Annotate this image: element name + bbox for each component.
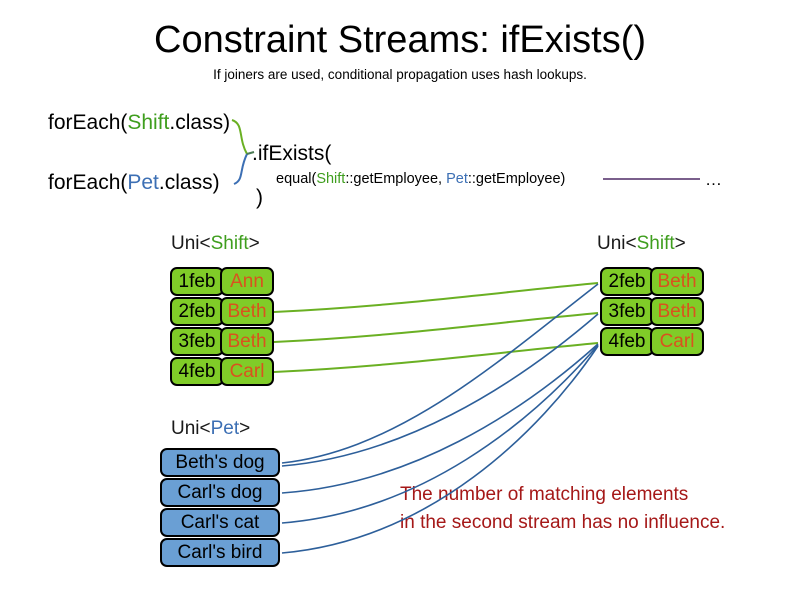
shift-employee-cell: Beth	[650, 267, 704, 296]
code-foreach-shift-type: Shift	[127, 111, 170, 134]
shift-date-cell: 3feb	[600, 297, 654, 326]
table-row[interactable]: 4feb Carl	[600, 327, 704, 356]
code-equal-prefix: equal(	[276, 171, 317, 187]
connector-pet-beth-dog-3feb	[281, 313, 599, 467]
label-left-pet-type: Pet	[210, 418, 240, 439]
code-ellipsis: …	[705, 170, 722, 189]
label-left-shift-suffix: >	[248, 233, 260, 254]
connector-shift-2feb	[273, 282, 599, 313]
shift-date-cell: 2feb	[600, 267, 654, 296]
shift-employee-cell: Beth	[220, 327, 274, 356]
stream-right-shift: 2feb Beth 3feb Beth 4feb Carl	[600, 267, 704, 357]
table-row[interactable]: 2feb Beth	[170, 297, 274, 326]
shift-date-cell: 1feb	[170, 267, 224, 296]
code-foreach-pet-suffix: .class)	[158, 171, 220, 194]
shift-employee-cell: Ann	[220, 267, 274, 296]
page-subtitle: If joiners are used, conditional propaga…	[213, 67, 587, 82]
code-foreach-pet-type: Pet	[127, 171, 159, 194]
label-uni-pet-left: Uni<Pet>	[171, 417, 250, 441]
code-foreach-pet: forEach(Pet.class)	[48, 170, 220, 196]
shift-date-cell: 2feb	[170, 297, 224, 326]
shift-employee-cell: Carl	[220, 357, 274, 386]
code-foreach-shift-prefix: forEach(	[48, 111, 128, 134]
table-row[interactable]: 2feb Beth	[600, 267, 704, 296]
shift-date-cell: 4feb	[600, 327, 654, 356]
annotation-note: The number of matching elements in the s…	[400, 481, 780, 537]
list-item[interactable]: Carl's dog	[160, 478, 280, 507]
label-left-shift-prefix: Uni<	[171, 233, 211, 254]
shift-employee-cell: Carl	[650, 327, 704, 356]
connector-pet-beth-dog-2feb	[281, 283, 599, 464]
label-left-pet-suffix: >	[239, 418, 251, 439]
annotation-line-1: The number of matching elements	[400, 484, 689, 505]
table-row[interactable]: 4feb Carl	[170, 357, 274, 386]
code-equal-shift-ref: ::getEmployee,	[345, 171, 447, 187]
shift-date-cell: 4feb	[170, 357, 224, 386]
annotation-line-2: in the second stream has no influence.	[400, 512, 726, 533]
connector-shift-3feb	[273, 312, 599, 343]
code-close-paren: )	[256, 186, 263, 209]
code-foreach-shift: forEach(Shift.class)	[48, 110, 230, 136]
list-item[interactable]: Carl's cat	[160, 508, 280, 537]
stream-left-shift: 1feb Ann 2feb Beth 3feb Beth 4feb Carl	[170, 267, 274, 387]
label-uni-shift-right: Uni<Shift>	[597, 232, 686, 256]
label-left-pet-prefix: Uni<	[171, 418, 211, 439]
brace-upper-arm	[231, 119, 248, 155]
page-title: Constraint Streams: ifExists()	[154, 19, 646, 61]
label-right-shift-suffix: >	[674, 233, 686, 254]
shift-employee-cell: Beth	[220, 297, 274, 326]
label-right-shift-prefix: Uni<	[597, 233, 637, 254]
code-equal-joiner: equal(Shift::getEmployee, Pet::getEmploy…	[276, 170, 565, 188]
code-ifexists-call: .ifExists(	[252, 142, 332, 165]
shift-date-cell: 3feb	[170, 327, 224, 356]
table-row[interactable]: 3feb Beth	[600, 297, 704, 326]
brace-lower-arm	[233, 153, 248, 185]
code-equal-pet-type: Pet	[446, 171, 468, 187]
stream-left-pet: Beth's dog Carl's dog Carl's cat Carl's …	[160, 448, 280, 568]
table-row[interactable]: 1feb Ann	[170, 267, 274, 296]
code-equal-shift-type: Shift	[316, 171, 346, 187]
label-uni-shift-left: Uni<Shift>	[171, 232, 260, 256]
label-left-shift-type: Shift	[210, 233, 249, 254]
code-foreach-shift-suffix: .class)	[169, 111, 231, 134]
list-item[interactable]: Beth's dog	[160, 448, 280, 477]
connector-shift-4feb	[273, 342, 599, 373]
list-item[interactable]: Carl's bird	[160, 538, 280, 567]
code-equal-pet-ref: ::getEmployee)	[467, 171, 566, 187]
connector-pet-carl-dog-4feb	[281, 343, 599, 494]
shift-employee-cell: Beth	[650, 297, 704, 326]
label-right-shift-type: Shift	[636, 233, 675, 254]
code-foreach-pet-prefix: forEach(	[48, 171, 128, 194]
table-row[interactable]: 3feb Beth	[170, 327, 274, 356]
